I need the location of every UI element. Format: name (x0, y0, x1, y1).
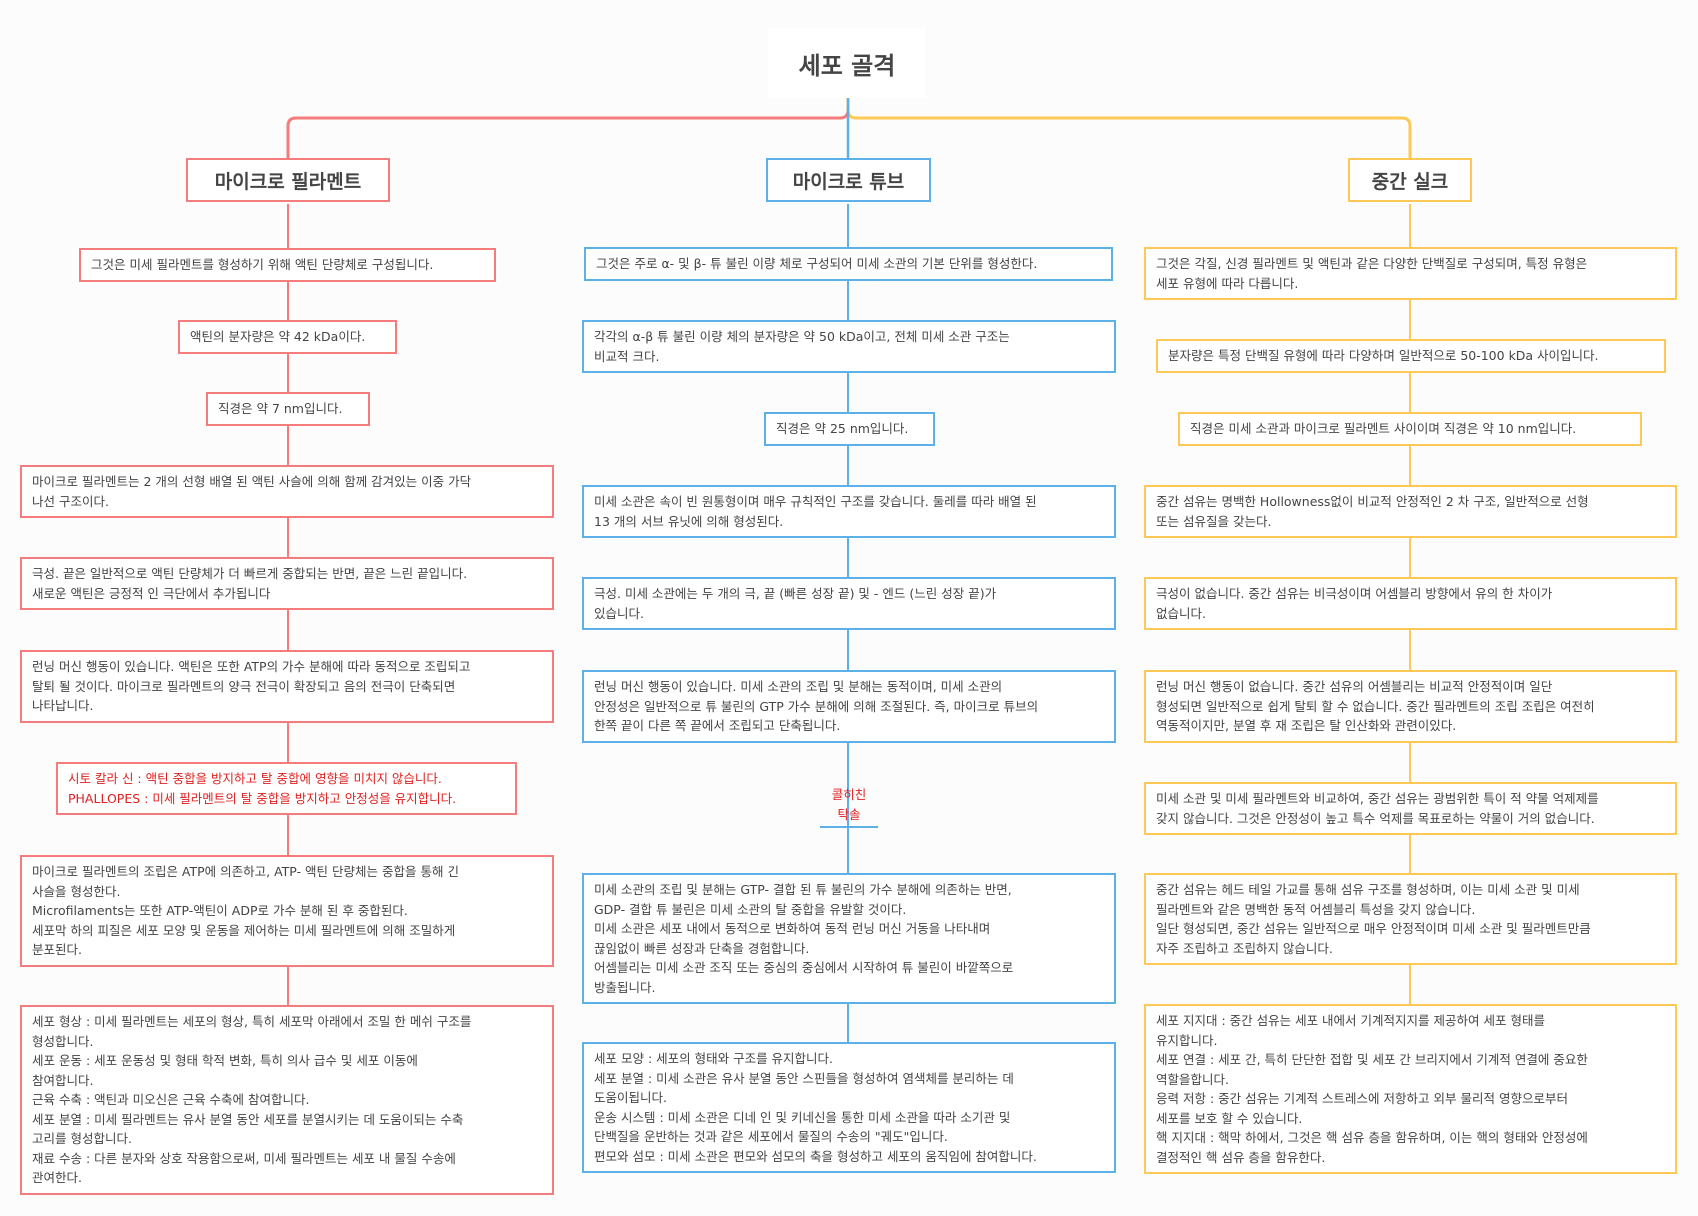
node-drugs: 미세 소관 및 미세 필라멘트와 비교하여, 중간 섬유는 광범위한 특이 적 … (1144, 782, 1677, 835)
node-composition: 그것은 각질, 신경 필라멘트 및 액틴과 같은 다양한 단백질로 구성되며, … (1144, 247, 1677, 300)
node-drugs: 콜히친 탁솔 (831, 787, 867, 822)
node-structure: 마이크로 필라멘트는 2 개의 선형 배열 된 액틴 사슬에 의해 함께 감겨있… (20, 465, 554, 518)
node-molecular-weight: 분자량은 특정 단백질 유형에 따라 다양하며 일반적으로 50-100 kDa… (1156, 339, 1666, 373)
root-title: 세포 골격 (768, 28, 926, 98)
category-microtubule: 마이크로 튜브 (766, 158, 931, 202)
node-drugs: 시토 칼라 신 : 액틴 중합을 방지하고 탈 중합에 영향을 미치지 않습니다… (56, 762, 517, 815)
category-intermediate-filament: 중간 실크 (1348, 158, 1472, 202)
node-treadmilling: 런닝 머신 행동이 없습니다. 중간 섬유의 어셈블리는 비교적 안정적이며 일… (1144, 670, 1677, 743)
node-molecular-weight: 액틴의 분자량은 약 42 kDa이다. (178, 320, 397, 354)
node-composition: 그것은 주로 α- 및 β- 튜 불린 이량 체로 구성되어 미세 소관의 기본… (584, 247, 1113, 281)
node-functions: 세포 모양 : 세포의 형태와 구조를 유지합니다. 세포 분열 : 미세 소관… (582, 1042, 1116, 1173)
node-assembly: 마이크로 필라멘트의 조립은 ATP에 의존하고, ATP- 액틴 단량체는 중… (20, 855, 554, 967)
node-molecular-weight: 각각의 α-β 튜 불린 이량 체의 분자량은 약 50 kDa이고, 전체 미… (582, 320, 1116, 373)
node-functions: 세포 지지대 : 중간 섬유는 세포 내에서 기계적지지를 제공하여 세포 형태… (1144, 1004, 1677, 1174)
node-treadmilling: 런닝 머신 행동이 있습니다. 미세 소관의 조립 및 분해는 동적이며, 미세… (582, 670, 1116, 743)
node-assembly: 미세 소관의 조립 및 분해는 GTP- 결합 된 튜 불린의 가수 분해에 의… (582, 873, 1116, 1004)
node-structure: 미세 소관은 속이 빈 원통형이며 매우 규칙적인 구조를 갖습니다. 둘레를 … (582, 485, 1116, 538)
node-polarity: 극성이 없습니다. 중간 섬유는 비극성이며 어셈블리 방향에서 유의 한 차이… (1144, 577, 1677, 630)
node-diameter: 직경은 약 25 nm입니다. (764, 412, 935, 446)
node-diameter: 직경은 미세 소관과 마이크로 필라멘트 사이이며 직경은 약 10 nm입니다… (1178, 412, 1642, 446)
node-polarity: 극성. 끝은 일반적으로 액틴 단량체가 더 빠르게 중합되는 반면, 끝은 느… (20, 557, 554, 610)
node-assembly: 중간 섬유는 헤드 테일 가교를 통해 섬유 구조를 형성하며, 이는 미세 소… (1144, 873, 1677, 965)
category-microfilament: 마이크로 필라멘트 (186, 158, 390, 202)
node-composition: 그것은 미세 필라멘트를 형성하기 위해 액틴 단량체로 구성됩니다. (79, 248, 496, 282)
node-polarity: 극성. 미세 소관에는 두 개의 극, 끝 (빠른 성장 끝) 및 - 엔드 (… (582, 577, 1116, 630)
node-treadmilling: 런닝 머신 행동이 있습니다. 액틴은 또한 ATP의 가수 분해에 따라 동적… (20, 650, 554, 723)
node-functions: 세포 형상 : 미세 필라멘트는 세포의 형상, 특히 세포막 아래에서 조밀 … (20, 1005, 554, 1195)
node-structure: 중간 섬유는 명백한 Hollowness없이 비교적 안정적인 2 차 구조,… (1144, 485, 1677, 538)
node-diameter: 직경은 약 7 nm입니다. (206, 392, 370, 426)
